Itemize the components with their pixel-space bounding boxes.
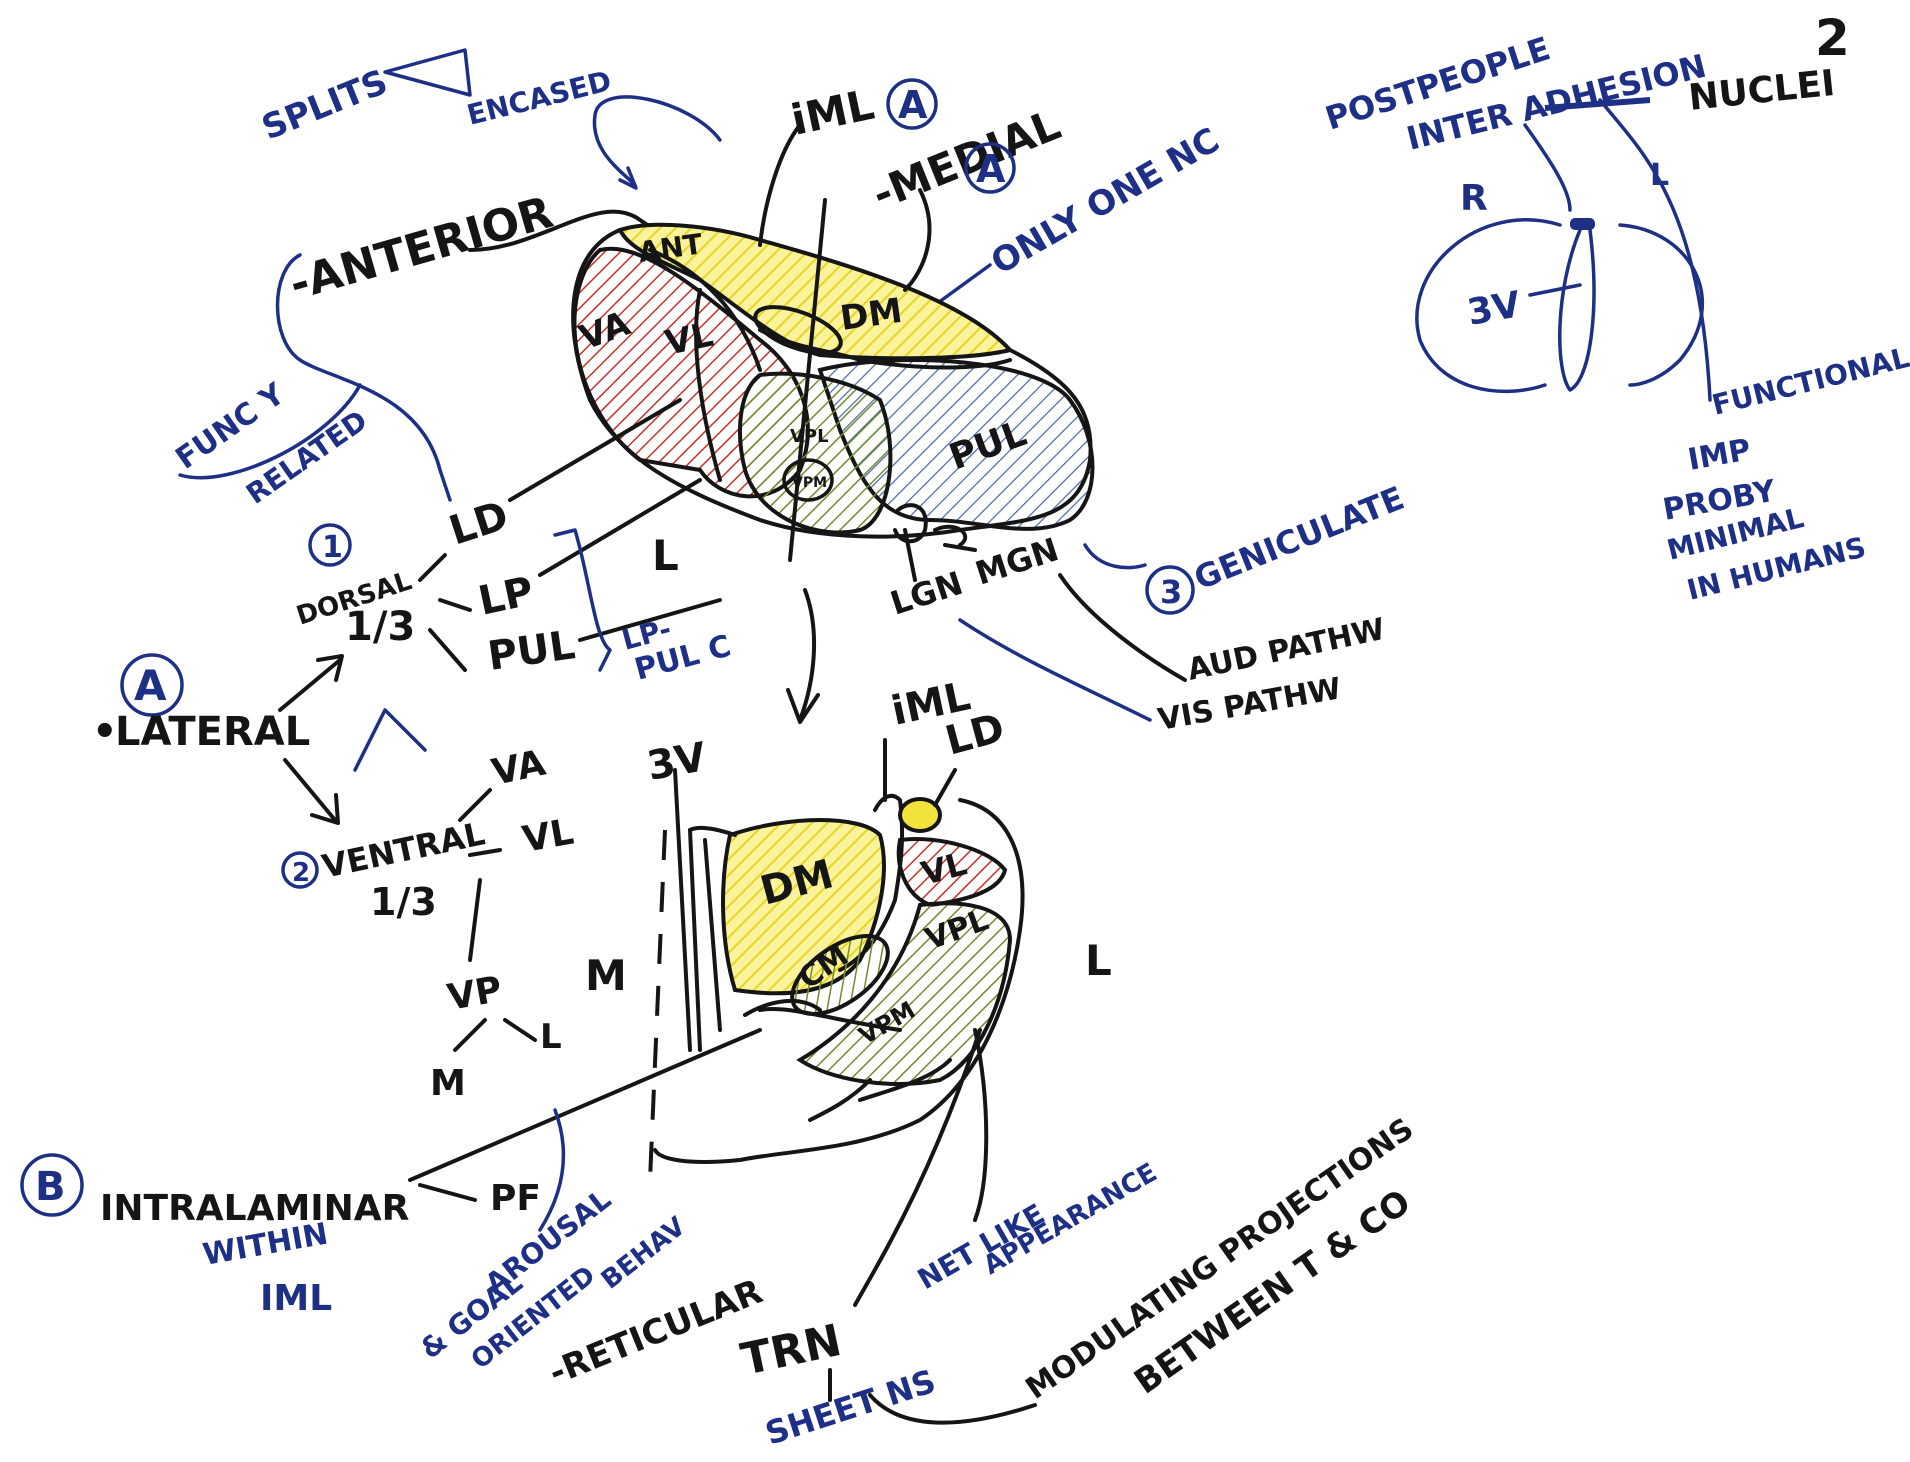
geniculate-label: GENICULATE (1189, 479, 1410, 598)
geniculate-num: 3 (1160, 573, 1182, 611)
thalamus-cross-section: 3V iML LD DM VL VPL CM VPM M L (585, 673, 1112, 1180)
ventral-frac: 1/3 (370, 880, 437, 924)
iml-top-label: iML (787, 80, 878, 145)
func-1: FUNCTIONAL (1709, 341, 1910, 422)
adhesion-mark (1570, 218, 1595, 230)
func-2: IMP (1685, 432, 1753, 477)
within-2: IML (260, 1278, 332, 1319)
ventral-vp-m: M (430, 1063, 466, 1104)
ventral-vl: VL (519, 812, 576, 861)
lgn-label: LGN (886, 564, 968, 623)
vpm-label: VPM (792, 475, 827, 491)
ventral-va: VA (488, 743, 549, 794)
pf-label: PF (490, 1178, 541, 1219)
vpl-label: VPL (790, 426, 829, 447)
dm-label: DM (838, 291, 905, 339)
dorsal-num: 1 (322, 530, 343, 565)
dorsal-ld: LD (444, 493, 514, 555)
l-label-3d: L (652, 531, 679, 580)
dorsal-lp: LP (475, 568, 538, 624)
intralaminar-label: INTRALAMINAR (100, 1188, 409, 1229)
vpl-region (740, 374, 890, 533)
splits-label: SPLITS (256, 62, 393, 148)
medial-marker: A (976, 147, 1006, 191)
ventral-vp-l: L (540, 1017, 562, 1057)
m-cs: M (585, 951, 627, 1000)
r-label: R (1460, 178, 1488, 219)
page-number: 2 (1815, 9, 1850, 67)
splits-wedge-icon (385, 50, 470, 95)
right-hemisphere (1620, 225, 1702, 385)
aud-pathway: AUD PATHW (1184, 612, 1388, 688)
lateral-up-arrow (280, 660, 340, 710)
thalamus-3d-drawing: ANT VA VL DM VPL VPM PUL L LGN MGN (573, 125, 1092, 623)
hat-icon (355, 710, 425, 770)
dorsal-frac: 1/3 (345, 604, 415, 650)
l-label-adh: L (1650, 158, 1669, 193)
arousal-4: BEHAV (596, 1212, 692, 1296)
anterior-label: -ANTERIOR (284, 187, 558, 311)
lateral-marker: A (134, 661, 167, 710)
anterior-marker: A (898, 83, 928, 127)
mod-1: MODULATING PROJECTIONS (1020, 1111, 1421, 1406)
encased-arrow-icon (594, 97, 720, 185)
splits-annotation: SPLITS ENCASED (256, 50, 720, 188)
l-cs: L (1085, 936, 1112, 985)
ventral-label: VENTRAL (319, 814, 488, 885)
intralaminar-marker: B (35, 1164, 66, 1210)
ventral-vp: VP (444, 969, 505, 1019)
third-ventricle (1560, 230, 1594, 390)
third-v-cs: 3V (644, 734, 710, 790)
lateral-label-text: LATERAL (115, 709, 310, 755)
nuclei-label: NUCLEI (1687, 63, 1837, 119)
dorsal-pul: PUL (485, 622, 578, 680)
third-v-adh: 3V (1464, 284, 1523, 334)
mgn-label: MGN (971, 530, 1063, 592)
midline-dashed (650, 830, 665, 1180)
lateral-label: • (92, 709, 118, 755)
ventral-num: 2 (292, 858, 310, 888)
encased-label: ENCASED (464, 64, 615, 132)
lateral-down-arrow (285, 760, 335, 820)
